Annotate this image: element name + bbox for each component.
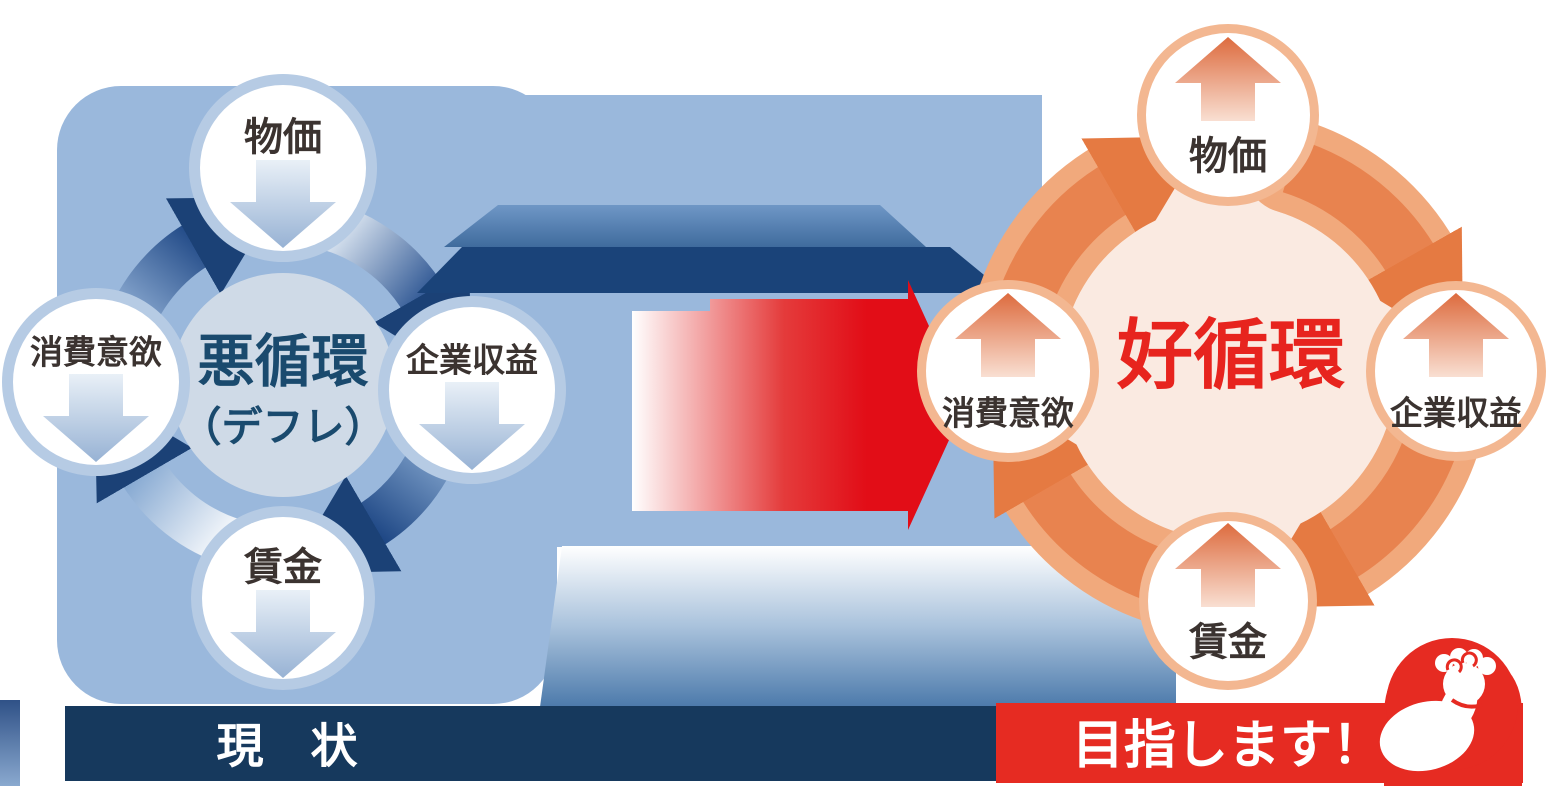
up-arrow-icon	[1403, 293, 1509, 377]
left-edge-strip	[0, 700, 20, 786]
breakout-bands	[417, 205, 1006, 293]
right-node-corporate-profits: 企業収益	[1366, 281, 1546, 461]
bottom-gradient-band	[540, 546, 1176, 707]
right-cycle: 好循環 物価 企業収益 賃金 消費意欲	[917, 24, 1546, 690]
down-arrow-icon	[230, 590, 336, 678]
mid-blue-band	[444, 205, 926, 247]
left-cycle-nodes: 物価 企業収益 賃金 消費意欲	[2, 74, 566, 690]
node-label: 企業収益	[406, 342, 538, 379]
node-label: 消費意欲	[942, 395, 1074, 432]
down-arrow-icon	[230, 160, 336, 248]
left-node-prices: 物価	[189, 74, 377, 262]
left-cycle-center: 悪循環 （デフレ）	[171, 273, 395, 497]
finger-line	[1445, 658, 1463, 674]
node-label: 賃金	[243, 546, 323, 590]
current-state-banner-bg	[65, 706, 996, 781]
current-state-banner-label: 現 状	[217, 720, 359, 773]
right-node-prices: 物価	[1137, 24, 1319, 206]
node-label: 賃金	[1188, 621, 1268, 665]
right-node-wages: 賃金	[1139, 512, 1317, 690]
navy-band	[417, 247, 1006, 293]
goal-banner: 目指します！	[996, 638, 1523, 786]
left-node-consumer-appetite: 消費意欲	[2, 288, 190, 476]
biceps-fist	[1443, 663, 1485, 705]
left-center-title: 悪循環	[198, 330, 369, 394]
arc-prices-to-profits	[1282, 139, 1464, 352]
up-arrow-icon	[955, 293, 1061, 377]
right-center-circle	[1060, 204, 1396, 540]
node-label: 消費意欲	[30, 334, 162, 371]
arm-crease-line	[1450, 698, 1483, 709]
goal-banner-label: 目指します！	[1072, 717, 1384, 775]
left-node-corporate-profits: 企業収益	[378, 296, 566, 484]
finger-line	[1460, 651, 1478, 668]
node-label: 企業収益	[1390, 395, 1522, 432]
left-node-wages: 賃金	[191, 506, 375, 690]
left-center-subtitle: （デフレ）	[181, 404, 386, 450]
up-arrow-icon	[1175, 523, 1281, 607]
finger-curl	[1478, 657, 1496, 675]
left-center-circle	[171, 273, 395, 497]
right-center-title: 好循環	[1116, 314, 1345, 399]
flexed-biceps-icon	[1379, 638, 1522, 786]
up-arrow-icon	[1175, 37, 1281, 121]
node-label: 物価	[1189, 136, 1267, 179]
down-arrow-icon	[43, 374, 149, 462]
right-node-consumer-appetite: 消費意欲	[917, 280, 1099, 462]
big-right-arrow-icon	[632, 280, 965, 530]
down-arrow-icon	[419, 382, 525, 470]
current-state-banner: 現 状	[65, 706, 996, 781]
node-label: 物価	[244, 117, 322, 160]
